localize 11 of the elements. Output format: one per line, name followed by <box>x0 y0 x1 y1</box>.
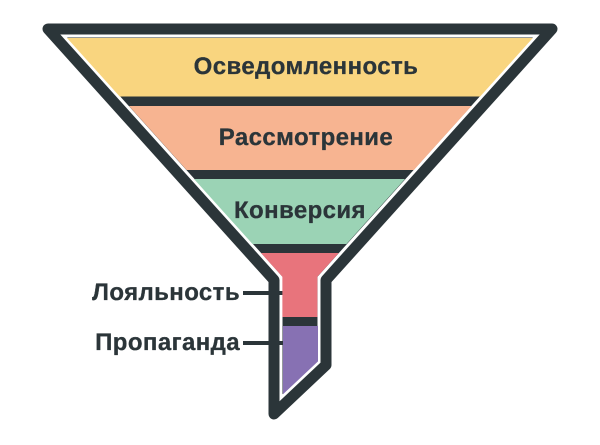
funnel-stage <box>282 326 318 394</box>
funnel-stage <box>128 106 472 170</box>
funnel-stage <box>67 38 533 96</box>
stage-label: Осведомленность <box>194 54 418 80</box>
funnel-stage <box>261 253 339 317</box>
stage-label: Рассмотрение <box>218 124 394 152</box>
stage-label: Конверсия <box>234 198 366 225</box>
leader-line <box>243 341 282 345</box>
stage-label: Лояльность <box>92 280 240 306</box>
stage-label: Пропаганда <box>95 330 240 356</box>
funnel-stage <box>194 179 406 244</box>
